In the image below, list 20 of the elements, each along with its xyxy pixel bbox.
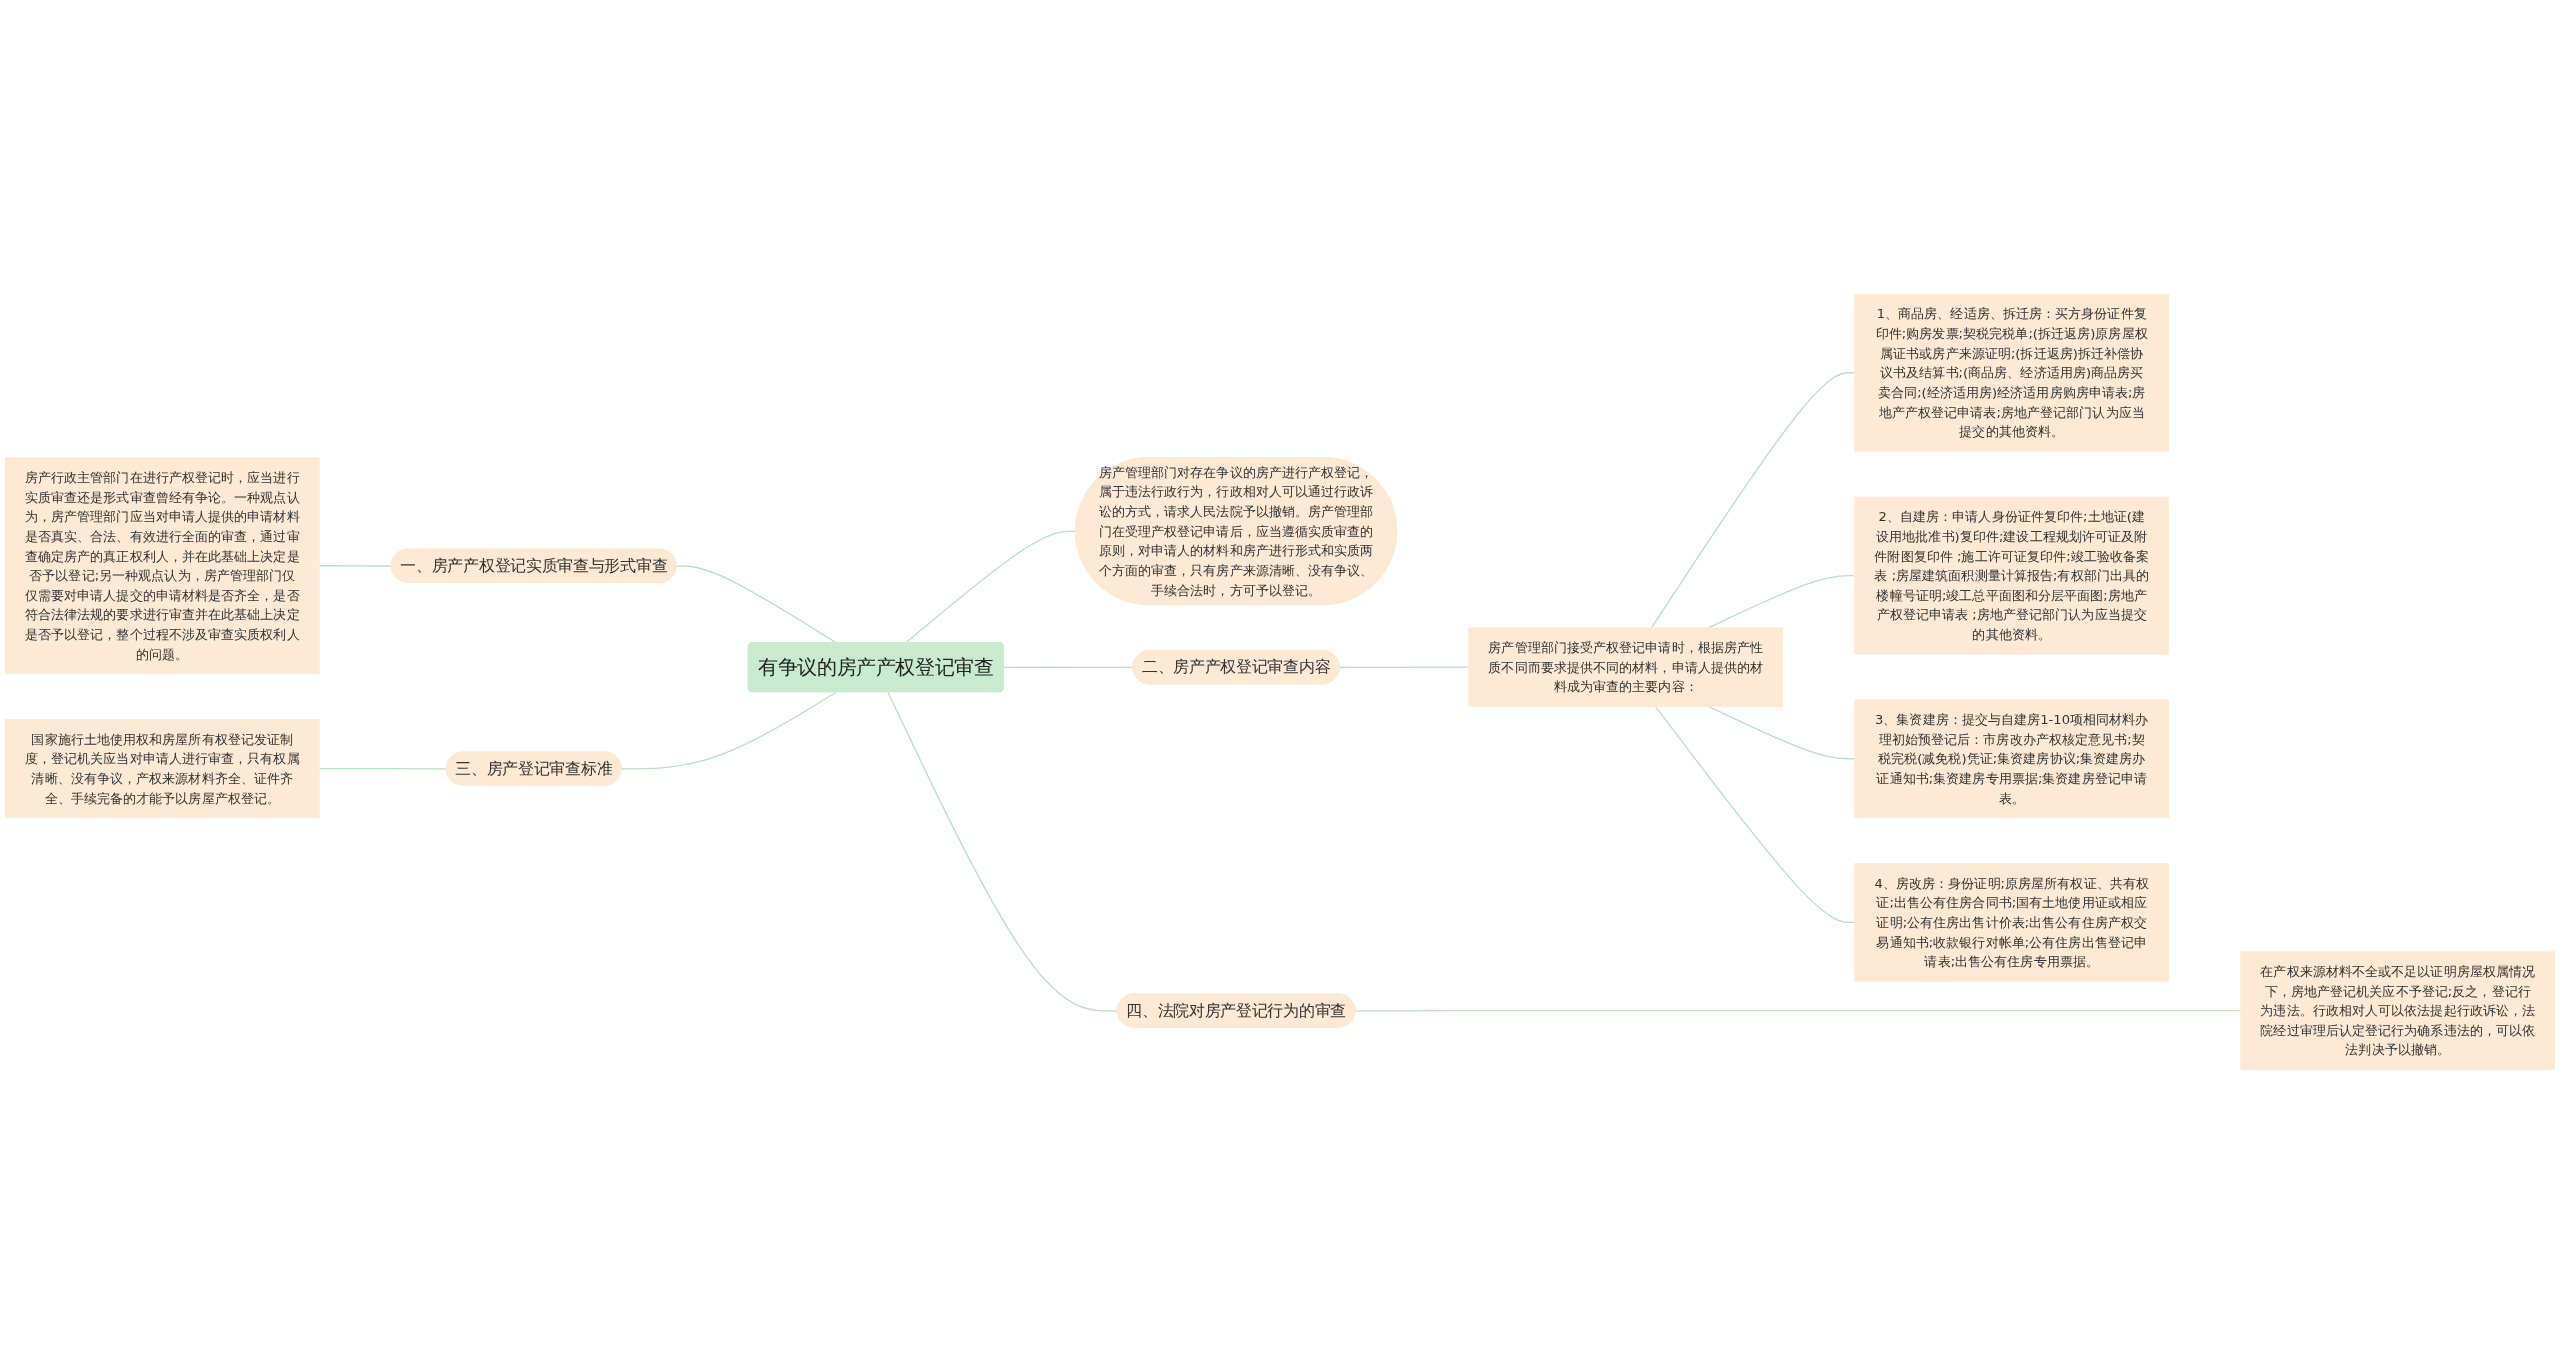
node-box: 3、集资建房：提交与自建房1-10项相同材料办理初始预登记后：市房改办产权核定意见书;契税完税(减免税)凭证;集资建房协议;集资建房办证通知书;集资建房专用票据;集资建房登记申请表。 <box>1854 699 2170 818</box>
connector <box>1354 1009 2242 1012</box>
node-box: 4、房改房：身份证明;原房屋所有权证、共有权证;出售公有住房合同书;国有土地使用证或相应证明;公有住房出售计价表;出售公有住房产权交易通知书;收款银行对帐单;公有住房出售登记申请表;出售公有住房专用票据。 <box>1854 862 2170 982</box>
node-box: 在产权来源材料不全或不足以证明房屋权属情况下，房地产登记机关应不予登记;反之，登记行为违法。行政相对人可以依法提起行政诉讼，法院经过审理后认定登记行为确系违法的，可以依法判决予以撤销。 <box>2240 951 2556 1070</box>
node-box: 房产管理部门接受产权登记申请时，根据房产性质不同而要求提供不同的材料，申请人提供的材料成为审查的主要内容： <box>1468 627 1784 707</box>
connector <box>676 565 838 644</box>
connector <box>887 691 1119 1012</box>
node-box: 房产行政主管部门在进行产权登记时，应当进行实质审查还是形式审查曾经有争论。一种观点认为，房产管理部门应当对申请人提供的申请材料是否真实、合法、有效进行全面的审查，通过审查确定房产的真正权利人，并在此基础上决定是否予以登记;另一种观点认为，房产管理部门仅仅需要对申请人提交的申请材料是否齐全，是否符合法律法规的要求进行审查并在此基础上决定是否予以登记，整个过程不涉及审查实质权利人的问题。 <box>4 457 320 674</box>
connector <box>318 767 448 770</box>
connector <box>1654 705 1856 923</box>
connector <box>1003 666 1134 668</box>
connector <box>621 691 838 770</box>
connector <box>905 530 1077 644</box>
connector <box>318 564 393 567</box>
connector <box>1707 705 1856 760</box>
node-box: 2、自建房：申请人身份证件复印件;土地证(建设用地批准书)复印件;建设工程规划许可证及附件附图复印件 ;施工许可证复印件;竣工验收备案表 ;房屋建筑面积测量计算报告;有权部门出具的楼幢号证明;竣工总平面图和分层平面图;房地产产权登记申请表 ;房地产登记部门认为应当提交的其他资料。 <box>1854 496 2170 654</box>
node-box: 国家施行土地使用权和房屋所有权登记发证制度，登记机关应当对申请人进行审查，只有权属清晰、没有争议，产权来源材料齐全、证件齐全、手续完备的才能予以房屋产权登记。 <box>4 718 320 818</box>
connector <box>1650 371 1856 629</box>
node-box: 1、商品房、经适房、拆迁房：买方身份证件复印件;购房发票;契税完税单;(拆迁返房)原房屋权属证书或房产来源证明;(拆迁返房)拆迁补偿协议书及结算书;(商品房、经济适用房)商品房买卖合同;(经济适用房)经济适用房购房申请表;房地产产权登记申请表;房地产登记部门认为应当提交的其他资料。 <box>1854 293 2170 452</box>
connector <box>1339 666 1470 668</box>
